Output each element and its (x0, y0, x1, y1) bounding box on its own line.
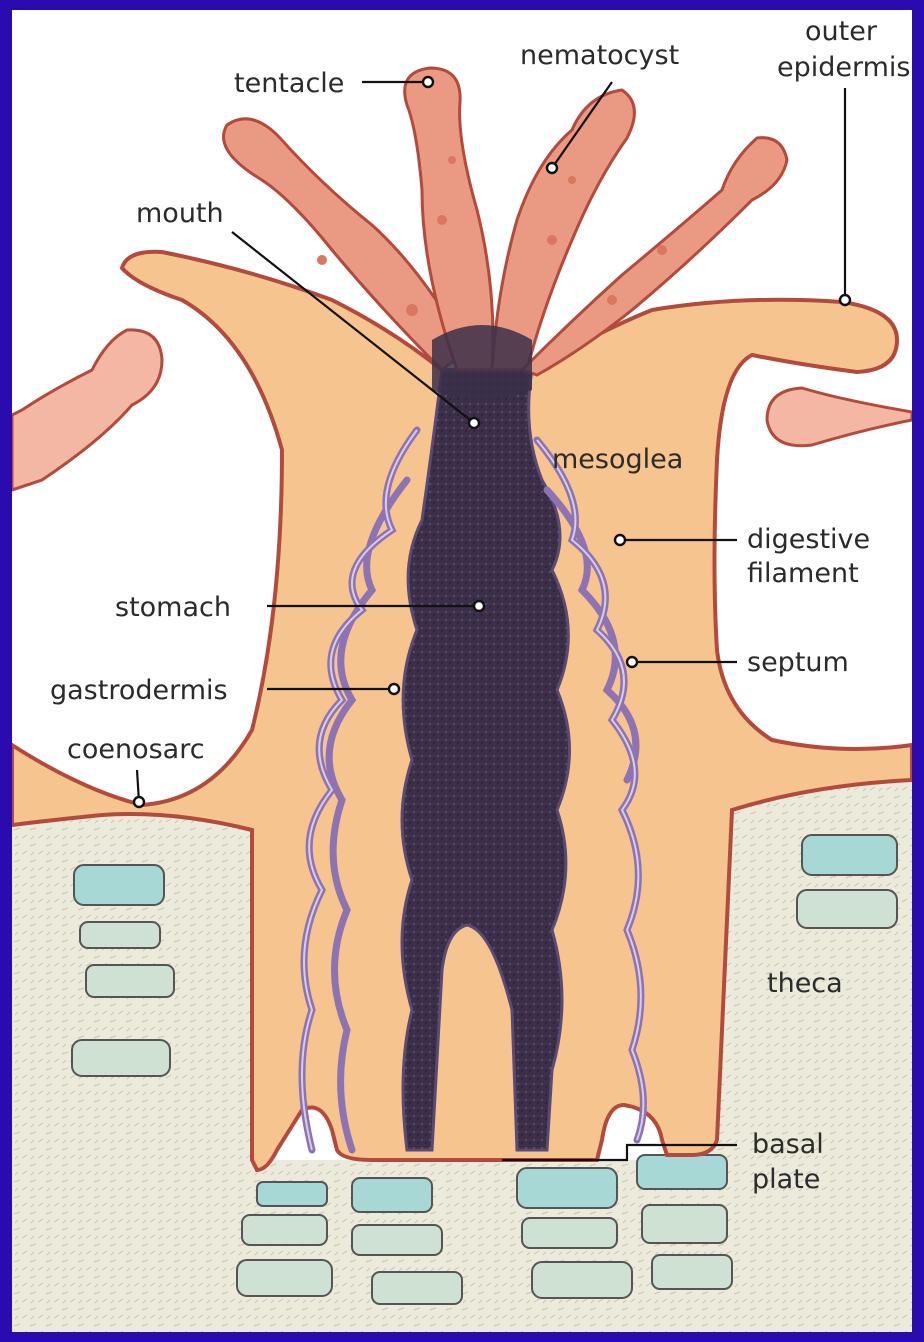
label-coenosarc: coenosarc (67, 734, 205, 765)
label-digestive-filament-1: digestive (747, 524, 870, 555)
label-mouth: mouth (136, 198, 224, 229)
label-basal-plate-2: plate (752, 1164, 820, 1195)
label-theca: theca (767, 968, 843, 999)
label-tentacle: tentacle (234, 68, 344, 99)
label-digestive-filament-2: filament (747, 558, 859, 589)
diagram-canvas: tentacle nematocyst outer epidermis mout… (12, 10, 912, 1332)
neighbor-tentacle-left (12, 330, 162, 490)
label-mesoglea: mesoglea (552, 444, 683, 475)
mouth-opening (432, 325, 532, 400)
neighbor-tentacle-right (767, 388, 912, 446)
label-gastrodermis: gastrodermis (50, 675, 228, 706)
label-nematocyst: nematocyst (520, 40, 679, 71)
label-basal-plate-1: basal (752, 1129, 824, 1160)
label-stomach: stomach (115, 592, 231, 623)
label-septum: septum (747, 647, 849, 678)
label-outer-epidermis-1: outer (805, 16, 878, 47)
label-outer-epidermis-2: epidermis (777, 52, 911, 83)
coral-polyp-illustration: tentacle nematocyst outer epidermis mout… (12, 10, 912, 1332)
